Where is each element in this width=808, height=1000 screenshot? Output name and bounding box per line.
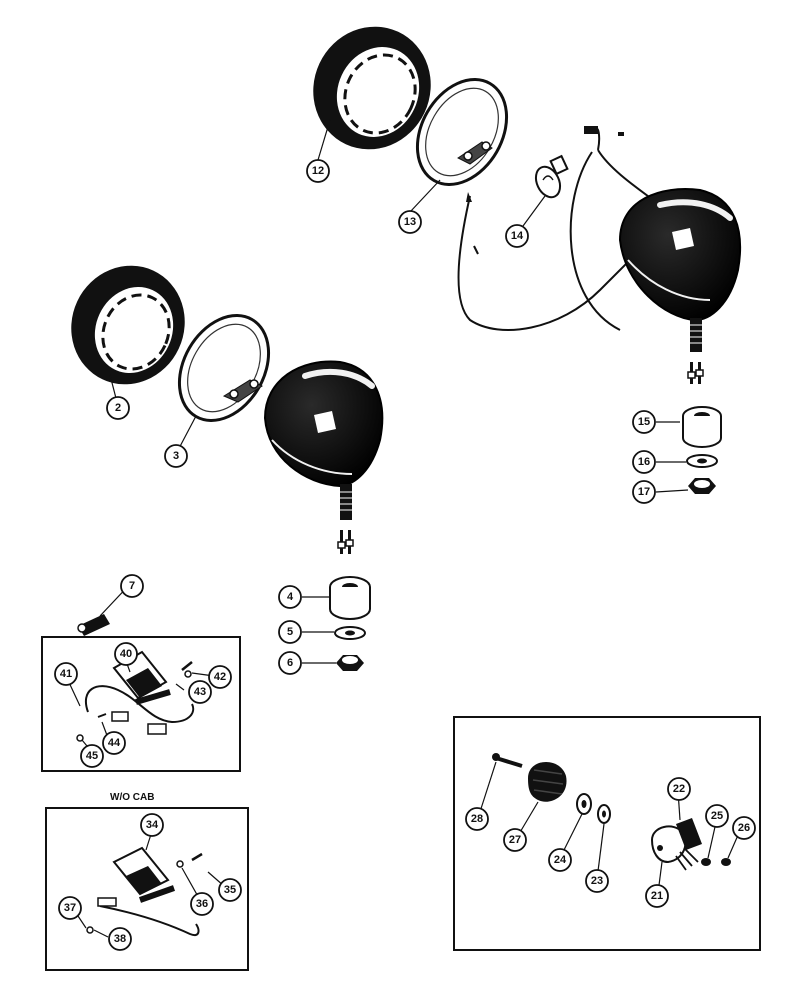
svg-text:43: 43 [194,686,206,698]
svg-text:44: 44 [108,737,121,749]
inset-box-switch [453,716,761,951]
svg-text:16: 16 [638,456,650,468]
callout-38: 38 [108,927,132,951]
callout-23: 23 [585,869,609,893]
lens-reflector-13 [415,78,509,186]
callout-13: 13 [398,210,422,234]
svg-text:28: 28 [471,813,483,825]
callout-35: 35 [218,878,242,902]
callout-15: 15 [632,410,656,434]
svg-text:5: 5 [287,626,293,638]
callout-22: 22 [667,777,691,801]
washer-23 [597,804,611,824]
callout-40: 40 [114,642,138,666]
svg-text:2: 2 [115,402,121,414]
svg-text:38: 38 [114,933,126,945]
svg-text:13: 13 [404,216,416,228]
svg-text:40: 40 [120,648,132,660]
callout-14: 14 [505,224,529,248]
bulb-14 [534,154,569,199]
lamp-34 [86,846,203,936]
switch-21-22 [650,818,702,871]
callout-24: 24 [548,848,572,872]
callout-17: 17 [632,480,656,504]
washer-16 [686,454,718,468]
callout-7: 7 [120,574,144,598]
svg-text:15: 15 [638,416,650,428]
svg-text:35: 35 [224,884,236,896]
svg-text:24: 24 [554,854,567,866]
svg-text:22: 22 [673,783,685,795]
cab-lamp-40 [76,650,195,742]
washer-24 [576,793,592,815]
nut-25 [701,858,711,866]
terminal-7 [77,614,110,636]
inset-box-wo-cab [45,807,249,971]
spacer-15 [682,406,722,448]
callout-2: 2 [106,396,130,420]
svg-text:6: 6 [287,657,293,669]
callout-4: 4 [278,585,302,609]
nut-6 [336,655,364,671]
wire-harness-13 [457,192,651,331]
callout-27: 27 [503,828,527,852]
lens-reflector-3 [177,314,271,422]
callout-34: 34 [140,813,164,837]
rim-12 [313,26,431,150]
callout-41: 41 [54,662,78,686]
svg-text:23: 23 [591,875,603,887]
lamp-housing-left [263,360,384,554]
callout-42: 42 [208,665,232,689]
callout-37: 37 [58,896,82,920]
rim-2 [71,265,185,385]
svg-text:17: 17 [638,486,650,498]
svg-text:12: 12 [312,165,324,177]
callout-43: 43 [188,680,212,704]
svg-text:26: 26 [738,822,750,834]
nut-17 [688,478,716,494]
callout-6: 6 [278,651,302,675]
bolt-28 [492,753,523,768]
callout-16: 16 [632,450,656,474]
knob-27 [528,761,567,802]
svg-text:45: 45 [86,750,98,762]
svg-text:42: 42 [214,671,226,683]
svg-text:34: 34 [146,819,159,831]
callout-12: 12 [306,159,330,183]
spacer-4 [329,576,371,620]
callout-5: 5 [278,620,302,644]
washer-5 [334,626,366,640]
inset-box-cab [41,636,241,772]
callout-36: 36 [190,892,214,916]
svg-text:7: 7 [129,580,135,592]
svg-text:21: 21 [651,890,663,902]
callout-26: 26 [732,816,756,840]
lamp-housing-right [618,188,742,384]
callout-3: 3 [164,444,188,468]
inset-title-wo-cab: W/O CAB [110,792,154,803]
svg-text:3: 3 [173,450,179,462]
svg-text:14: 14 [511,230,524,242]
callout-21: 21 [645,884,669,908]
svg-text:37: 37 [64,902,76,914]
svg-text:4: 4 [287,591,294,603]
nut-26 [721,858,731,866]
svg-text:25: 25 [711,810,723,822]
svg-text:36: 36 [196,898,208,910]
svg-text:27: 27 [509,834,521,846]
callout-44: 44 [102,731,126,755]
callout-28: 28 [465,807,489,831]
svg-text:41: 41 [60,668,72,680]
callouts: 12 13 14 15 16 17 2 3 4 5 6 7 40 41 42 4… [54,159,756,951]
callout-45: 45 [80,744,104,768]
callout-25: 25 [705,804,729,828]
